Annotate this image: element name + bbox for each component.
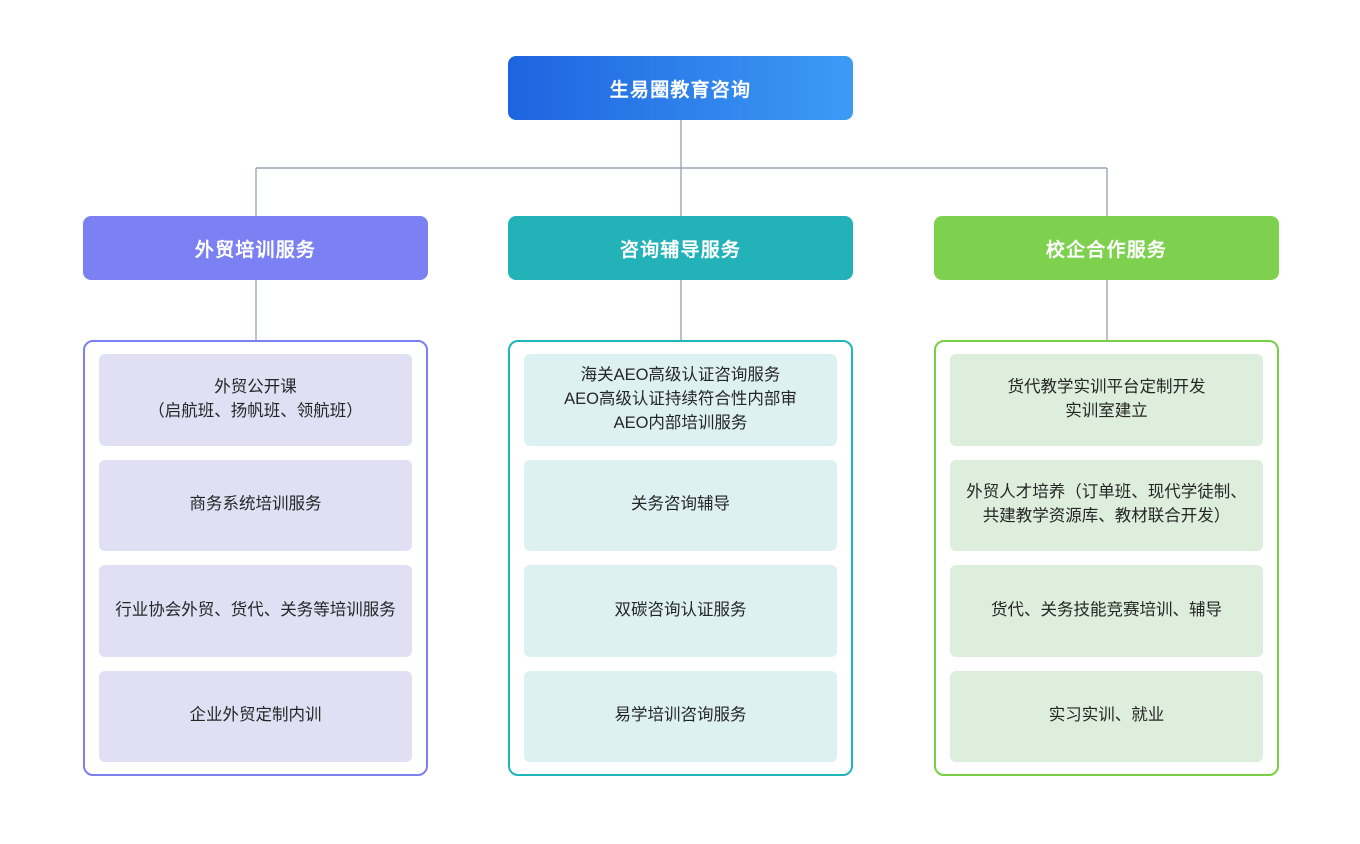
branch-item[interactable]: 企业外贸定制内训 [99,670,412,762]
branch-header-waimao-peixun[interactable]: 外贸培训服务 [83,216,428,280]
branch-item-label: 易学培训咨询服务 [614,706,747,725]
branch-item[interactable]: 实习实训、就业 [950,670,1263,762]
branch-item-label: 货代教学实训平台定制开发 实训室建立 [1007,377,1206,420]
branch-item-label: 企业外贸定制内训 [189,706,322,725]
branch-body-xiaoqi-hezuo: 货代教学实训平台定制开发 实训室建立 外贸人才培养（订单班、现代学徒制、共建教学… [934,340,1279,776]
branch-item[interactable]: 外贸公开课 （启航班、扬帆班、领航班） [99,354,412,446]
branch-waimao-peixun: 外贸培训服务 外贸公开课 （启航班、扬帆班、领航班） 商务系统培训服务 行业协会… [83,216,428,776]
branch-header-xiaoqi-hezuo[interactable]: 校企合作服务 [934,216,1279,280]
branch-item-label: 海关AEO高级认证咨询服务 AEO高级认证持续符合性内部审 AEO内部培训服务 [564,365,797,432]
branch-item[interactable]: 双碳咨询认证服务 [524,565,837,657]
branch-item-label: 行业协会外贸、货代、关务等培训服务 [115,600,396,619]
branch-item[interactable]: 易学培训咨询服务 [524,670,837,762]
branch-header-label: 咨询辅导服务 [619,239,742,261]
branch-zixun-fudao: 咨询辅导服务 海关AEO高级认证咨询服务 AEO高级认证持续符合性内部审 AEO… [508,216,853,776]
root-node[interactable]: 生易圈教育咨询 [508,56,853,120]
branch-header-zixun-fudao[interactable]: 咨询辅导服务 [508,216,853,280]
branch-item-label: 关务咨询辅导 [631,495,730,514]
branch-xiaoqi-hezuo: 校企合作服务 货代教学实训平台定制开发 实训室建立 外贸人才培养（订单班、现代学… [934,216,1279,776]
branch-item-label: 双碳咨询认证服务 [614,600,747,619]
branch-item[interactable]: 行业协会外贸、货代、关务等培训服务 [99,565,412,657]
branch-item[interactable]: 货代、关务技能竞赛培训、辅导 [950,565,1263,657]
branch-item[interactable]: 关务咨询辅导 [524,459,837,551]
branch-item-label: 实习实训、就业 [1048,706,1165,725]
branch-item-label: 货代、关务技能竞赛培训、辅导 [991,600,1222,619]
branch-item[interactable]: 外贸人才培养（订单班、现代学徒制、共建教学资源库、教材联合开发） [950,459,1263,551]
branch-body-waimao-peixun: 外贸公开课 （启航班、扬帆班、领航班） 商务系统培训服务 行业协会外贸、货代、关… [83,340,428,776]
branch-item-label: 外贸公开课 （启航班、扬帆班、领航班） [148,377,363,420]
branch-item[interactable]: 商务系统培训服务 [99,459,412,551]
branch-header-label: 外贸培训服务 [194,239,317,261]
branch-item-label: 外贸人才培养（订单班、现代学徒制、共建教学资源库、教材联合开发） [966,483,1247,526]
branch-item[interactable]: 货代教学实训平台定制开发 实训室建立 [950,354,1263,446]
branch-item[interactable]: 海关AEO高级认证咨询服务 AEO高级认证持续符合性内部审 AEO内部培训服务 [524,354,837,446]
branch-body-zixun-fudao: 海关AEO高级认证咨询服务 AEO高级认证持续符合性内部审 AEO内部培训服务 … [508,340,853,776]
branch-header-label: 校企合作服务 [1045,239,1168,261]
root-node-label: 生易圈教育咨询 [609,79,752,101]
branch-item-label: 商务系统培训服务 [189,495,322,514]
